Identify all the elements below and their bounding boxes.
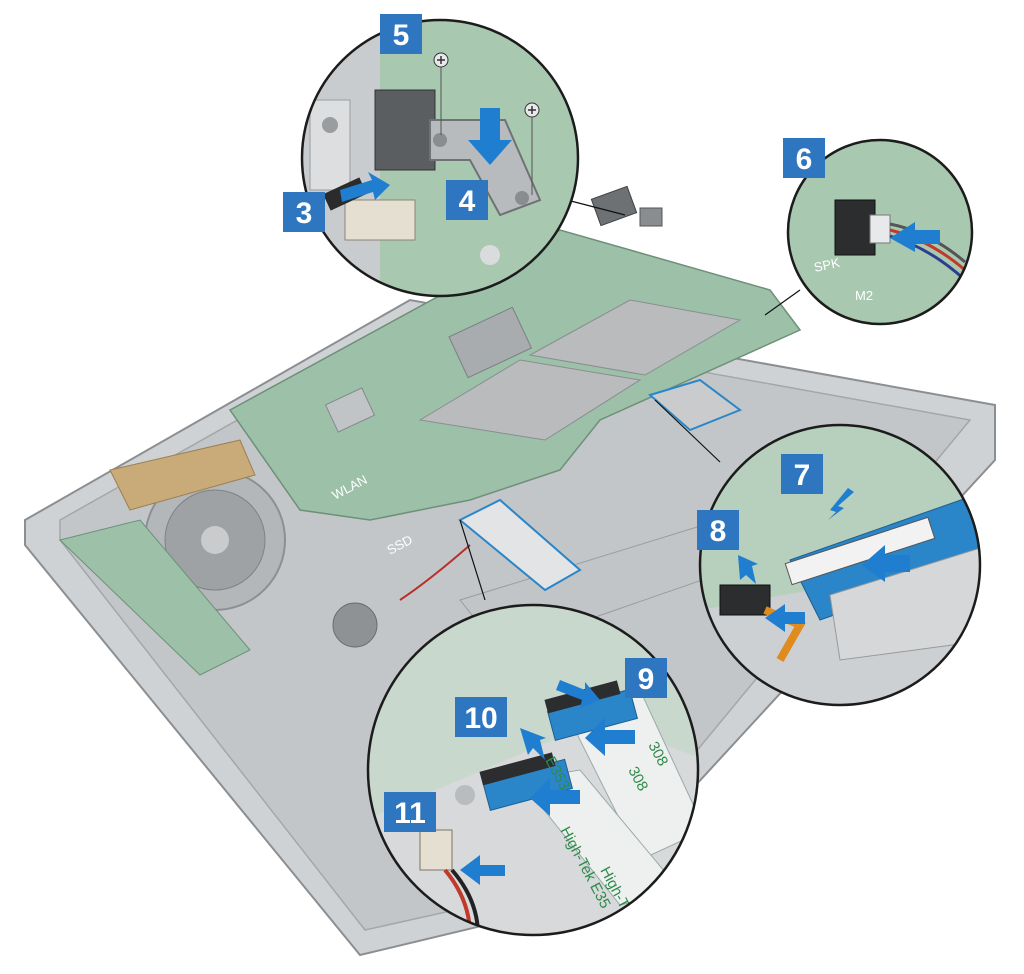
zoom-callout-speaker: SPK M2: [786, 138, 974, 326]
latch-arrow-icon: [738, 555, 758, 584]
keyboard-connector: [784, 516, 936, 586]
svg-text:5: 5: [393, 19, 410, 52]
cpu-chip: [448, 306, 533, 379]
disconnect-arrow-icon: [460, 855, 505, 885]
touchpad-ribbon-cable: [458, 498, 582, 592]
step-badge-11: 11: [384, 792, 436, 832]
screw-icon: [433, 52, 449, 135]
step-badge-3: 3: [283, 192, 325, 232]
latch-arrow-icon: [828, 488, 854, 520]
disconnect-arrow-icon: [340, 172, 390, 202]
svg-text:4: 4: [459, 185, 476, 218]
zoom-callout-keyboard: [698, 423, 982, 707]
spk-board-text: SPK: [813, 255, 842, 275]
dc-in-bracket: [429, 119, 542, 217]
m2-board-text: M2: [855, 288, 873, 303]
chipset: [324, 387, 376, 433]
latch-arrow-icon: [556, 680, 600, 708]
step-badge-5: 5: [380, 14, 422, 54]
latch-arrow-icon: [520, 728, 546, 760]
io-board: [59, 519, 251, 676]
svg-text:3: 3: [296, 197, 313, 230]
zoom-callout-touchpad: High-Tek High-Tek E35 E353 308 308: [366, 603, 700, 937]
step-badge-7: 7: [781, 454, 823, 494]
memory-modules: [418, 299, 742, 441]
dc-in-port: [590, 185, 663, 227]
disconnect-arrow-icon: [862, 545, 910, 582]
step-badge-6: 6: [783, 138, 825, 178]
step-badge-4: 4: [446, 180, 488, 220]
speaker-connector: [419, 829, 453, 871]
step-badge-9: 9: [625, 658, 667, 698]
disconnect-arrow-icon: [890, 222, 940, 252]
speaker-wire: [889, 228, 966, 272]
disconnect-arrow-icon: [585, 718, 635, 756]
svg-text:9: 9: [638, 663, 655, 696]
keyboard-ribbon-cable: [647, 378, 743, 432]
svg-text:10: 10: [464, 702, 497, 735]
disconnect-arrow-icon: [765, 604, 805, 632]
screw-icon: [524, 102, 540, 195]
step-badges: 5 3 4 6 7 8 9 10: [283, 14, 825, 832]
svg-text:11: 11: [394, 797, 426, 830]
zoom-callout-dc-in: [300, 18, 580, 298]
step-badge-10: 10: [455, 697, 507, 737]
speaker-cable: [399, 544, 471, 601]
coin-cell: [332, 602, 378, 648]
svg-text:6: 6: [796, 143, 813, 176]
svg-text:7: 7: [794, 459, 811, 492]
backlight-connector: [719, 584, 771, 616]
press-down-arrow-icon: [468, 108, 512, 165]
disconnect-arrow-icon: [530, 778, 580, 816]
svg-text:8: 8: [710, 515, 727, 548]
heat-pipe: [109, 439, 256, 511]
step-badge-8: 8: [697, 510, 739, 550]
callout-leader-lines: [459, 199, 801, 601]
